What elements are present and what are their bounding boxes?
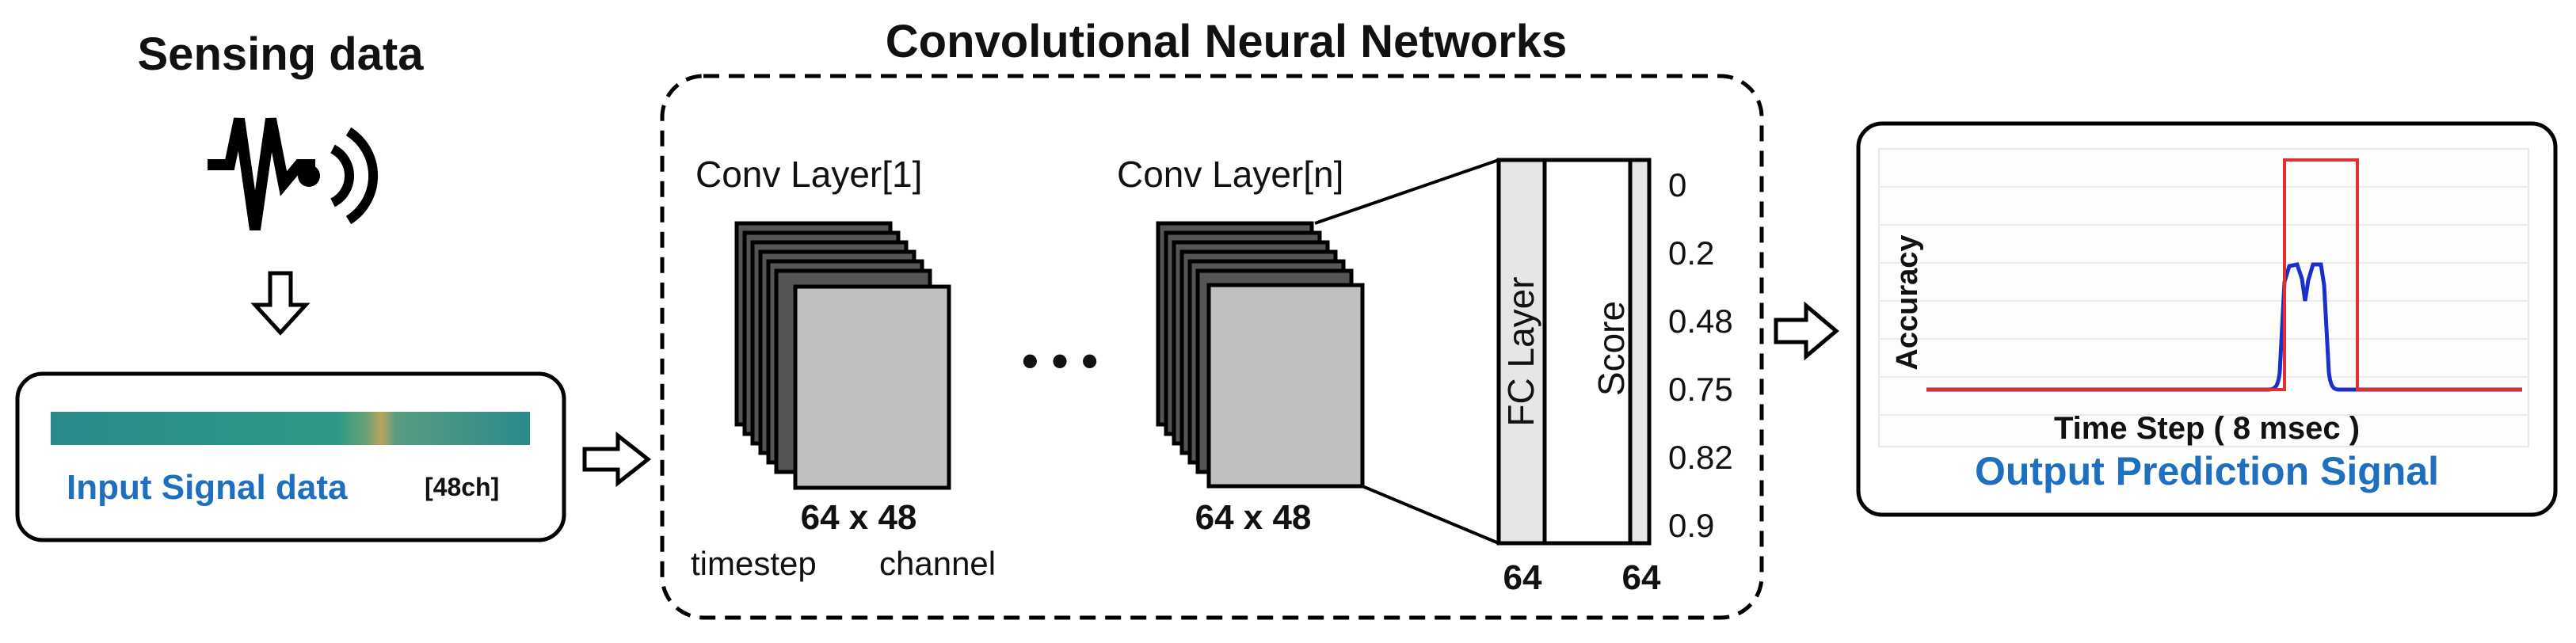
fc-layer-label: FC Layer	[1500, 276, 1541, 426]
conv1-x-label: timestep	[691, 545, 817, 582]
cnn-title: Convolutional Neural Networks	[886, 16, 1567, 67]
input-channel-badge: [48ch]	[425, 473, 499, 501]
output-ylabel: Accuracy	[1891, 234, 1924, 370]
output-prediction-blue	[1926, 262, 2522, 392]
fc-score-gap	[1542, 158, 1633, 546]
score-value: 0	[1668, 166, 1686, 204]
conv1-y-label: channel	[879, 545, 996, 582]
wireless-signal-icon	[208, 117, 379, 230]
input-signal-strip	[51, 412, 530, 445]
conv1-label: Conv Layer[1]	[695, 154, 922, 195]
down-arrow-icon	[250, 271, 311, 336]
convn-feature-maps	[1156, 221, 1365, 489]
score-size: 64	[1622, 558, 1661, 597]
ellipsis: • • •	[1022, 334, 1098, 387]
projection-line-bottom	[1362, 485, 1499, 545]
fc-size: 64	[1503, 558, 1542, 597]
cnn-container	[660, 74, 1764, 620]
input-signal-box	[15, 371, 566, 542]
output-title: Output Prediction Signal	[1975, 449, 2439, 493]
convn-label: Conv Layer[n]	[1117, 154, 1343, 195]
score-values: 0 0.2 0.48 0.75 0.82 0.9	[1668, 166, 1733, 544]
score-value: 0.2	[1668, 234, 1714, 272]
score-value: 0.48	[1668, 302, 1733, 340]
score-label: Score	[1591, 301, 1632, 396]
output-xlabel: Time Step ( 8 msec )	[2054, 411, 2360, 446]
projection-line-top	[1314, 158, 1499, 225]
output-ground-truth-red	[1926, 158, 2522, 391]
input-signal-label: Input Signal data	[67, 468, 348, 507]
score-value: 0.9	[1668, 507, 1714, 544]
right-arrow-icon	[1774, 301, 1839, 361]
conv1-feature-maps	[734, 221, 951, 490]
right-arrow-icon	[582, 431, 652, 488]
score-value: 0.82	[1668, 439, 1733, 476]
output-plot	[1878, 148, 2529, 447]
convn-size: 64 x 48	[1195, 498, 1312, 537]
score-block	[1628, 158, 1652, 546]
score-value: 0.75	[1668, 371, 1733, 408]
sensing-title: Sensing data	[138, 29, 425, 80]
conv1-size: 64 x 48	[801, 498, 917, 537]
